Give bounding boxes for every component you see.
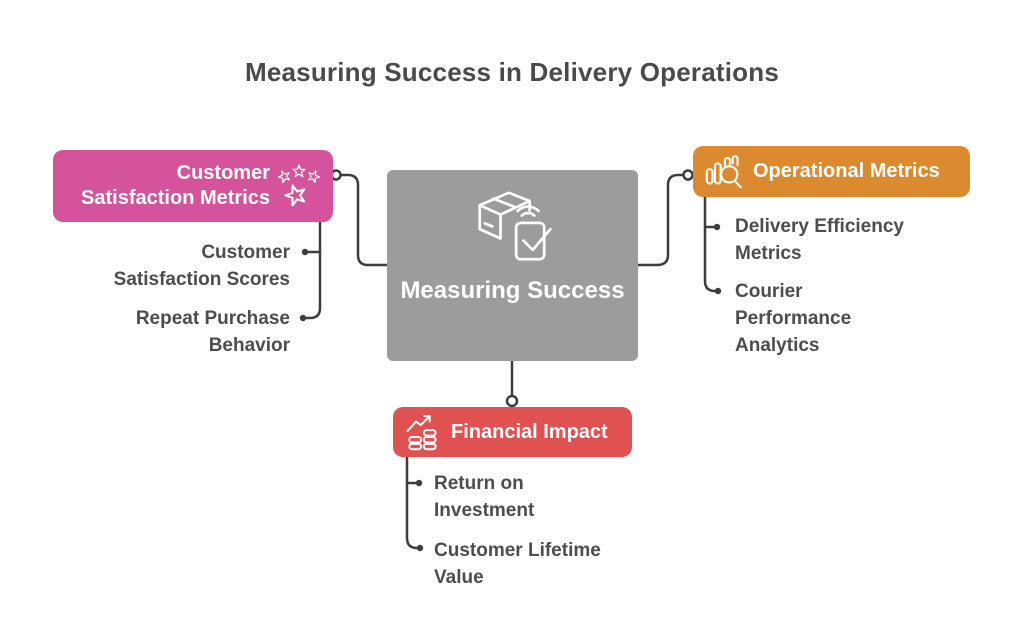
sub-item-delivery-efficiency-metrics: Delivery Efficiency Metrics [735, 216, 904, 264]
branch-label: Financial Impact [451, 420, 608, 443]
sub-item-return-on-investment: Return on Investment [434, 473, 535, 521]
page-title: Measuring Success in Delivery Operations [245, 57, 779, 87]
branch-customer-satisfaction-metrics: Customer Satisfaction Metrics [53, 150, 333, 222]
branch-operational-metrics: Operational Metrics [693, 146, 970, 197]
branch-financial-impact: Financial Impact [393, 407, 632, 457]
sub-item-customer-satisfaction-scores: Customer Satisfaction Scores [113, 242, 290, 290]
rating-stars-icon [277, 164, 321, 207]
sub-item-courier-performance-analytics: Courier Performance Analytics [735, 281, 852, 356]
package-delivery-check-icon [477, 191, 552, 261]
branch-label: Operational Metrics [753, 160, 940, 182]
bar-chart-search-icon [705, 154, 742, 188]
branch-label: Customer Satisfaction Metrics [81, 162, 270, 209]
coins-growth-icon [406, 415, 437, 451]
sub-item-customer-lifetime-value: Customer Lifetime Value [434, 540, 601, 588]
center-node-measuring-success: Measuring Success [387, 170, 638, 361]
center-node-label: Measuring Success [400, 277, 625, 304]
sub-item-repeat-purchase-behavior: Repeat Purchase Behavior [135, 308, 290, 356]
